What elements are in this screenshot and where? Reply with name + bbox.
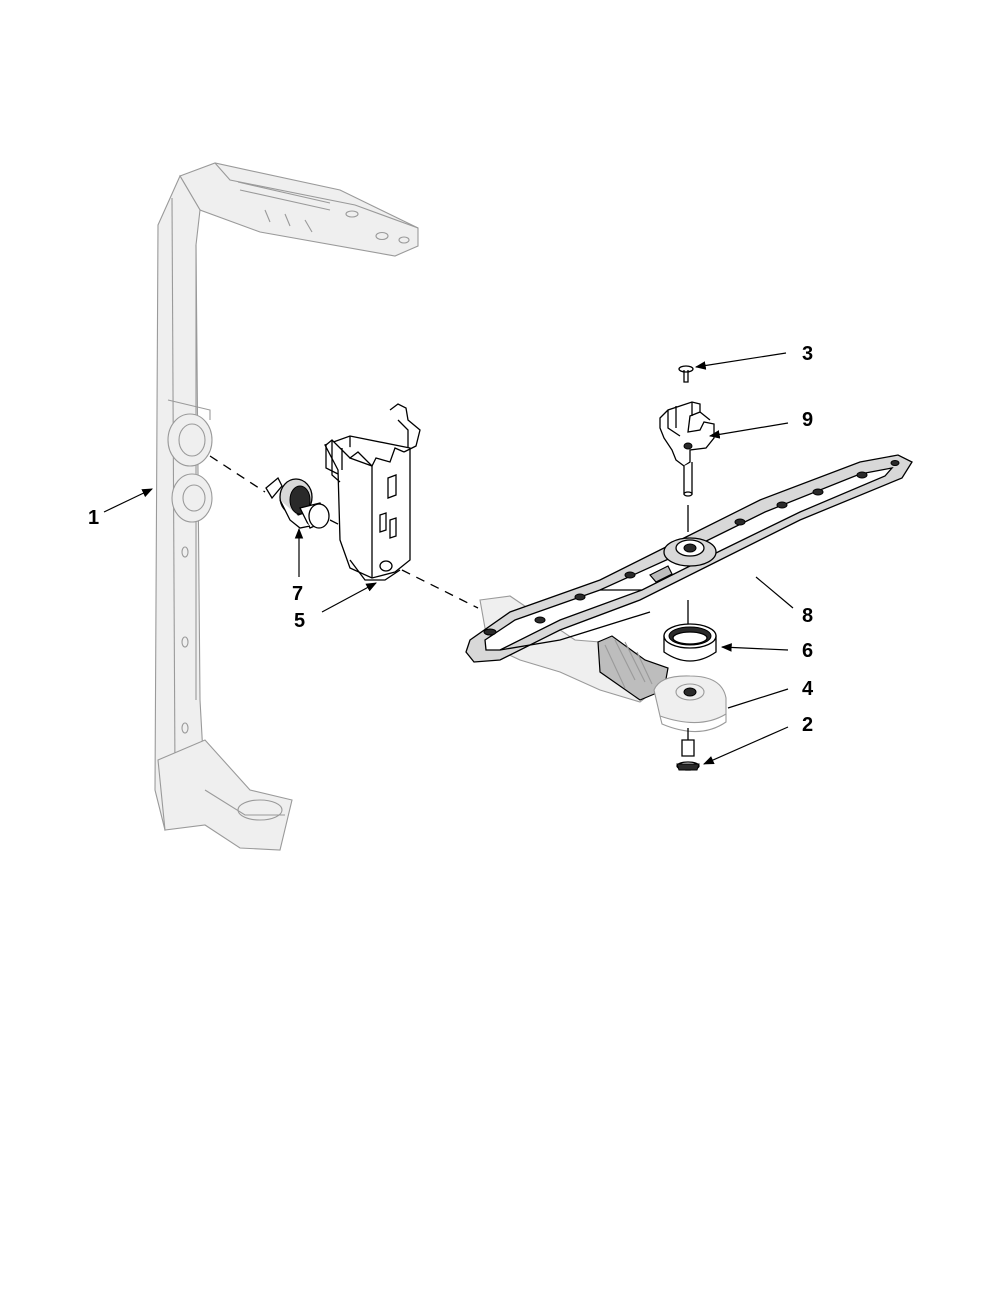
callout-2: 2 xyxy=(802,714,813,736)
alignment-line-lower xyxy=(401,569,479,609)
callout-3: 3 xyxy=(802,343,813,365)
leader-5 xyxy=(321,582,377,613)
callout-9: 9 xyxy=(802,409,813,431)
leader-3 xyxy=(694,352,787,370)
bracket-part xyxy=(324,403,421,581)
manifold-tube-part xyxy=(154,162,419,851)
callout-8: 8 xyxy=(802,605,813,627)
callout-4: 4 xyxy=(802,678,814,700)
callout-5: 5 xyxy=(294,610,305,632)
retainer-part xyxy=(659,401,715,497)
callout-7: 7 xyxy=(292,583,303,605)
seal-ring-part xyxy=(663,623,717,662)
screw-part xyxy=(678,365,694,383)
callout-6: 6 xyxy=(802,640,813,662)
leader-6 xyxy=(720,643,789,652)
leader-4 xyxy=(727,688,789,709)
leader-2 xyxy=(703,726,789,765)
spray-arm-part xyxy=(465,454,913,663)
connector-part xyxy=(265,476,330,529)
leader-9 xyxy=(708,422,789,439)
fastener-part xyxy=(676,739,700,771)
alignment-line-upper xyxy=(209,455,266,493)
leader-1 xyxy=(103,488,153,513)
callout-1: 1 xyxy=(88,507,99,529)
hub-part xyxy=(653,675,727,733)
leader-8 xyxy=(755,576,794,609)
